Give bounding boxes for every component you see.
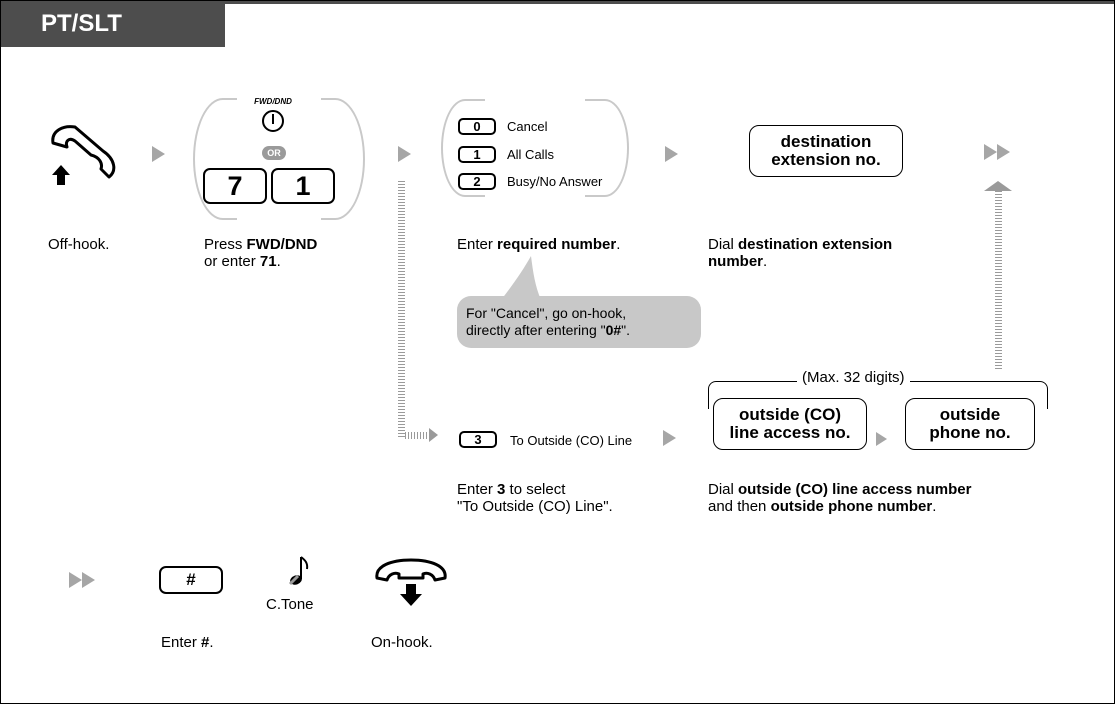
header-title: PT/SLT bbox=[1, 1, 225, 47]
fwd-dnd-button-icon bbox=[262, 110, 284, 132]
double-arrow-icon bbox=[69, 572, 95, 588]
ladder-vertical-up bbox=[995, 191, 1002, 371]
enter-hash-label: Enter #. bbox=[161, 634, 214, 651]
or-badge-icon: OR bbox=[262, 146, 286, 160]
option-label-cancel: Cancel bbox=[507, 119, 548, 134]
outside-line-access-box: outside (CO)line access no. bbox=[713, 398, 867, 450]
dial-outside-label: Dial outside (CO) line access number and… bbox=[708, 481, 972, 515]
header-band bbox=[1, 1, 1114, 4]
fwd-dnd-key-label: FWD/DND bbox=[254, 97, 292, 106]
max-digits-label: (Max. 32 digits) bbox=[797, 369, 910, 386]
dial-destination-label: Dial destination extension number. bbox=[708, 236, 893, 270]
handset-on-hook-icon bbox=[375, 558, 447, 606]
ladder-up-arrow-icon bbox=[984, 181, 1012, 191]
arrow-icon bbox=[398, 146, 411, 162]
handset-off-hook-icon bbox=[51, 125, 116, 185]
double-arrow-icon bbox=[984, 144, 1010, 160]
option-label-busy: Busy/No Answer bbox=[507, 174, 603, 189]
arrow-icon bbox=[665, 146, 678, 162]
key-7: 7 bbox=[203, 168, 267, 204]
key-1: 1 bbox=[271, 168, 335, 204]
ladder-arrow-icon bbox=[429, 428, 438, 442]
option-key-1: 1 bbox=[458, 146, 496, 163]
arrow-icon bbox=[152, 146, 165, 162]
select-outside-label: Enter 3 to select "To Outside (CO) Line"… bbox=[457, 481, 613, 515]
ladder-vertical bbox=[398, 181, 405, 438]
on-hook-label: On-hook. bbox=[371, 634, 433, 651]
hash-key: # bbox=[159, 566, 223, 594]
option-label-outside: To Outside (CO) Line bbox=[510, 433, 633, 448]
option-key-2: 2 bbox=[458, 173, 496, 190]
music-note-icon bbox=[288, 556, 309, 586]
confirmation-tone-label: C.Tone bbox=[266, 596, 314, 613]
bubble-pointer bbox=[501, 256, 541, 300]
option-label-all-calls: All Calls bbox=[507, 147, 554, 162]
enter-required-label: Enter required number. bbox=[457, 236, 621, 253]
arrow-icon bbox=[663, 430, 676, 446]
off-hook-label: Off-hook. bbox=[48, 236, 110, 253]
cancel-note-bubble: For "Cancel", go on-hook, directly after… bbox=[457, 296, 701, 348]
press-fwd-label: Press FWD/DND or enter 71. bbox=[204, 236, 318, 270]
bracket-left bbox=[441, 99, 485, 197]
option-key-0: 0 bbox=[458, 118, 496, 135]
arrow-icon bbox=[876, 432, 887, 446]
ladder-horizontal bbox=[405, 432, 429, 439]
option-key-3: 3 bbox=[459, 431, 497, 448]
bracket-right bbox=[585, 99, 629, 197]
